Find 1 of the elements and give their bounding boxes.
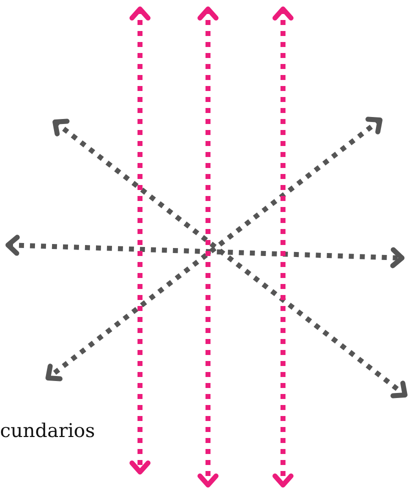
caption-text: cundarios (0, 420, 95, 442)
